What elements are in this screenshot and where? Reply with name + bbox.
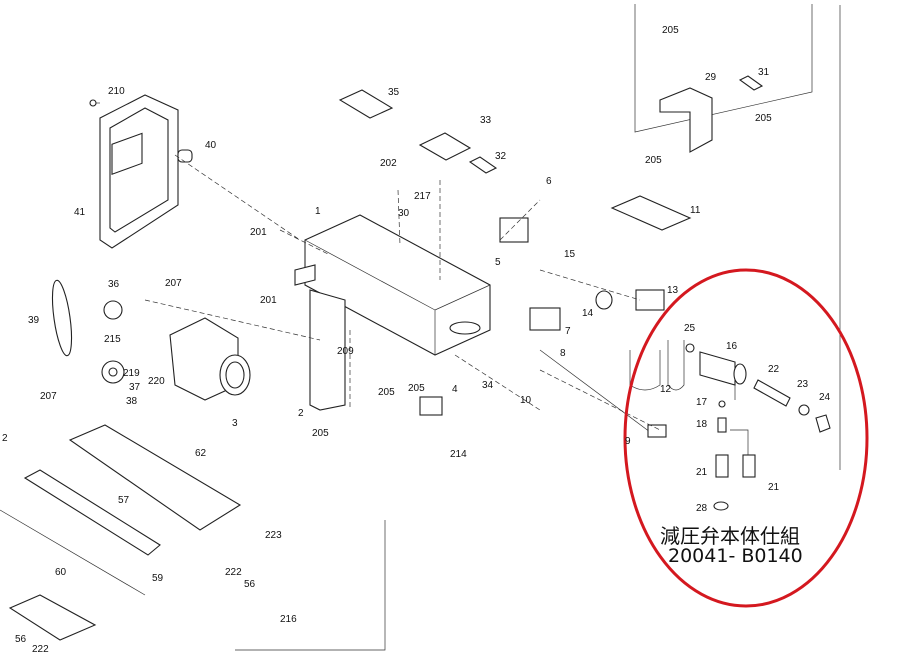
part-label-4: 4 [452, 384, 458, 395]
part-label-3: 3 [232, 418, 238, 429]
part-label-216: 216 [280, 614, 297, 625]
part-label-37: 37 [129, 382, 141, 393]
part-label-207: 207 [40, 391, 57, 402]
main-frame-1 [294, 214, 491, 411]
part-label-5: 5 [495, 257, 501, 268]
part-label-222: 222 [32, 644, 49, 653]
label-plate-33 [418, 132, 472, 161]
part-label-201: 201 [250, 227, 267, 238]
part-label-16: 16 [726, 341, 738, 352]
part-label-7: 7 [565, 326, 571, 337]
part-label-2: 2 [298, 408, 304, 419]
part-label-30: 30 [398, 208, 410, 219]
cord-9 [539, 349, 651, 433]
fitting-14 [595, 290, 613, 310]
part-label-202: 202 [380, 158, 397, 169]
part-label-205: 205 [312, 428, 329, 439]
part-label-25: 25 [684, 323, 696, 334]
part-label-12: 12 [660, 384, 672, 395]
part-label-41: 41 [74, 207, 86, 218]
belt-39 [51, 279, 73, 357]
part-label-209: 209 [337, 346, 354, 357]
part-label-56: 56 [15, 634, 27, 645]
part-label-205: 205 [662, 25, 679, 36]
part-label-222: 222 [225, 567, 242, 578]
frame-border-bottom [235, 520, 386, 651]
part-label-28: 28 [696, 503, 708, 514]
switch-4 [419, 396, 443, 416]
motor-3 [169, 317, 251, 401]
pressure-valve-body-detail [685, 343, 831, 511]
label-plate-32 [468, 156, 498, 174]
sprocket-36 [103, 300, 123, 320]
part-label-36: 36 [108, 279, 120, 290]
part-label-205: 205 [645, 155, 662, 166]
part-label-24: 24 [819, 392, 831, 403]
label-plate-35 [338, 89, 394, 119]
part-label-215: 215 [104, 334, 121, 345]
part-label-32: 32 [495, 151, 507, 162]
spacer-40 [177, 149, 193, 163]
part-label-205: 205 [755, 113, 772, 124]
part-label-17: 17 [696, 397, 708, 408]
part-label-205: 205 [408, 383, 425, 394]
part-label-33: 33 [480, 115, 492, 126]
part-label-15: 15 [564, 249, 576, 260]
part-label-22: 22 [768, 364, 780, 375]
callout-part-number: 20041- B0140 [668, 545, 803, 567]
shaft-60 [0, 509, 146, 596]
part-label-40: 40 [205, 140, 217, 151]
label-plate-31 [738, 75, 764, 91]
part-label-21: 21 [768, 482, 780, 493]
switch-5 [499, 217, 529, 243]
part-label-201: 201 [260, 295, 277, 306]
part-label-205: 205 [378, 387, 395, 398]
part-label-39: 39 [28, 315, 40, 326]
part-label-214: 214 [450, 449, 467, 460]
part-label-18: 18 [696, 419, 708, 430]
cover-panel-41 [92, 94, 179, 249]
part-label-207: 207 [165, 278, 182, 289]
bracket-11 [610, 195, 692, 231]
bracket-29 [659, 87, 713, 153]
part-label-14: 14 [582, 308, 594, 319]
screw-210 [89, 99, 97, 107]
part-label-34: 34 [482, 380, 494, 391]
part-label-219: 219 [123, 368, 140, 379]
part-label-35: 35 [388, 87, 400, 98]
part-label-13: 13 [667, 285, 679, 296]
part-label-31: 31 [758, 67, 770, 78]
solenoid-valve-13 [635, 289, 665, 311]
part-label-9: 9 [625, 436, 631, 447]
terminal-block-7 [529, 307, 561, 331]
frame-border [634, 4, 813, 133]
part-label-217: 217 [414, 191, 431, 202]
part-label-57: 57 [118, 495, 130, 506]
roller-57 [23, 469, 161, 556]
part-label-62: 62 [195, 448, 207, 459]
callout-title: 減圧弁本体仕組 [660, 524, 800, 548]
part-label-220: 220 [148, 376, 165, 387]
part-label-60: 60 [55, 567, 67, 578]
assembly-lines [144, 154, 661, 431]
part-label-38: 38 [126, 396, 138, 407]
part-label-2: 2 [2, 433, 8, 444]
part-label-11: 11 [690, 205, 701, 216]
callout-ring [623, 268, 869, 608]
bracket-56 [8, 594, 97, 641]
part-label-223: 223 [265, 530, 282, 541]
part-label-23: 23 [797, 379, 809, 390]
part-label-210: 210 [108, 86, 125, 97]
part-label-6: 6 [546, 176, 552, 187]
part-label-29: 29 [705, 72, 717, 83]
part-label-59: 59 [152, 573, 164, 584]
part-label-10: 10 [520, 395, 532, 406]
part-label-8: 8 [560, 348, 566, 359]
part-label-21: 21 [696, 467, 708, 478]
part-label-1: 1 [315, 206, 321, 217]
belt-62 [68, 424, 242, 531]
part-label-56: 56 [244, 579, 256, 590]
